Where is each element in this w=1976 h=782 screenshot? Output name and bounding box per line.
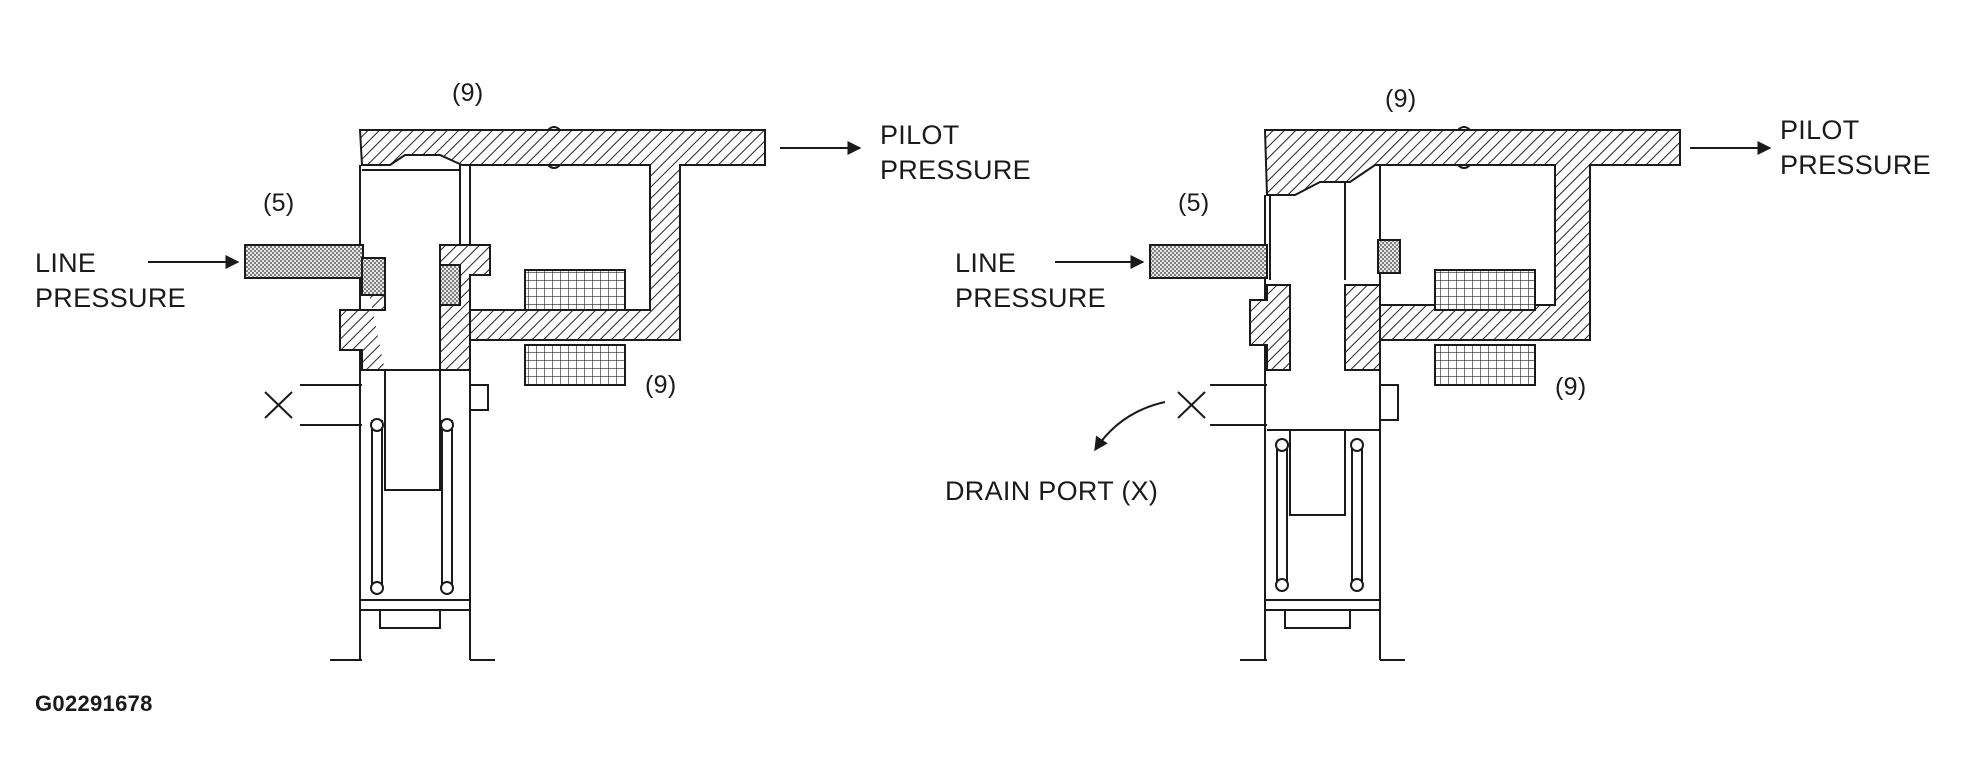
right-drain-x-icon: [1177, 391, 1206, 419]
right-solenoid-coil-upper: [1434, 269, 1536, 311]
left-spool-chamber: [359, 165, 471, 640]
right-solenoid-coil-lower: [1434, 344, 1536, 386]
right-line-inlet-duct: [1149, 244, 1268, 279]
left-spool-land-right: [439, 244, 491, 371]
right-springs: [1275, 438, 1364, 592]
left-drain-port: [300, 384, 489, 426]
left-spool-stem: [384, 370, 441, 491]
left-line-inlet-duct: [244, 244, 364, 279]
right-orifice: [1457, 126, 1471, 169]
left-callout-top: (9): [452, 79, 484, 107]
figure-code: G02291678: [35, 691, 153, 716]
left-pilot-label-2: PRESSURE: [880, 155, 1031, 185]
left-valve-view: [244, 126, 766, 661]
left-solenoid-coil-lower: [524, 344, 626, 386]
left-orifice: [547, 126, 561, 169]
right-spool-body: [1269, 182, 1346, 280]
right-callout-top: (9): [1385, 85, 1417, 113]
right-drain-port-label: DRAIN PORT (X): [945, 476, 1159, 506]
left-pilot-label-1: PILOT: [880, 120, 960, 150]
right-callout-inlet: (5): [1178, 189, 1210, 217]
left-pilot-passage: [358, 129, 766, 341]
right-pilot-passage: [1263, 129, 1681, 341]
right-spool-land-right: [1344, 284, 1381, 371]
right-line-label-1: LINE: [955, 248, 1017, 278]
left-line-label-1: LINE: [35, 248, 97, 278]
right-spool-land-left: [1249, 284, 1291, 371]
left-solenoid-coil-upper: [524, 269, 626, 311]
left-inlet-land-shading: [361, 257, 386, 296]
right-pilot-label-2: PRESSURE: [1780, 150, 1931, 180]
right-drain-port: [1210, 384, 1399, 426]
left-callout-solenoid: (9): [645, 371, 677, 399]
right-outlet-land-shading: [1377, 239, 1401, 274]
right-line-label-2: PRESSURE: [955, 283, 1106, 313]
right-drain-flow-arrow: [1094, 401, 1166, 452]
left-outlet-land-shading: [439, 264, 461, 306]
left-end-plug: [360, 599, 470, 629]
right-valve-view: [1149, 126, 1681, 661]
left-springs: [370, 418, 454, 595]
right-end-plug: [1265, 599, 1380, 629]
right-callout-solenoid: (9): [1555, 373, 1587, 401]
left-drain-x-icon: [264, 391, 293, 419]
right-spool-stem: [1289, 285, 1346, 516]
right-pilot-label-1: PILOT: [1780, 115, 1860, 145]
left-callout-inlet: (5): [263, 189, 295, 217]
left-line-label-2: PRESSURE: [35, 283, 186, 313]
